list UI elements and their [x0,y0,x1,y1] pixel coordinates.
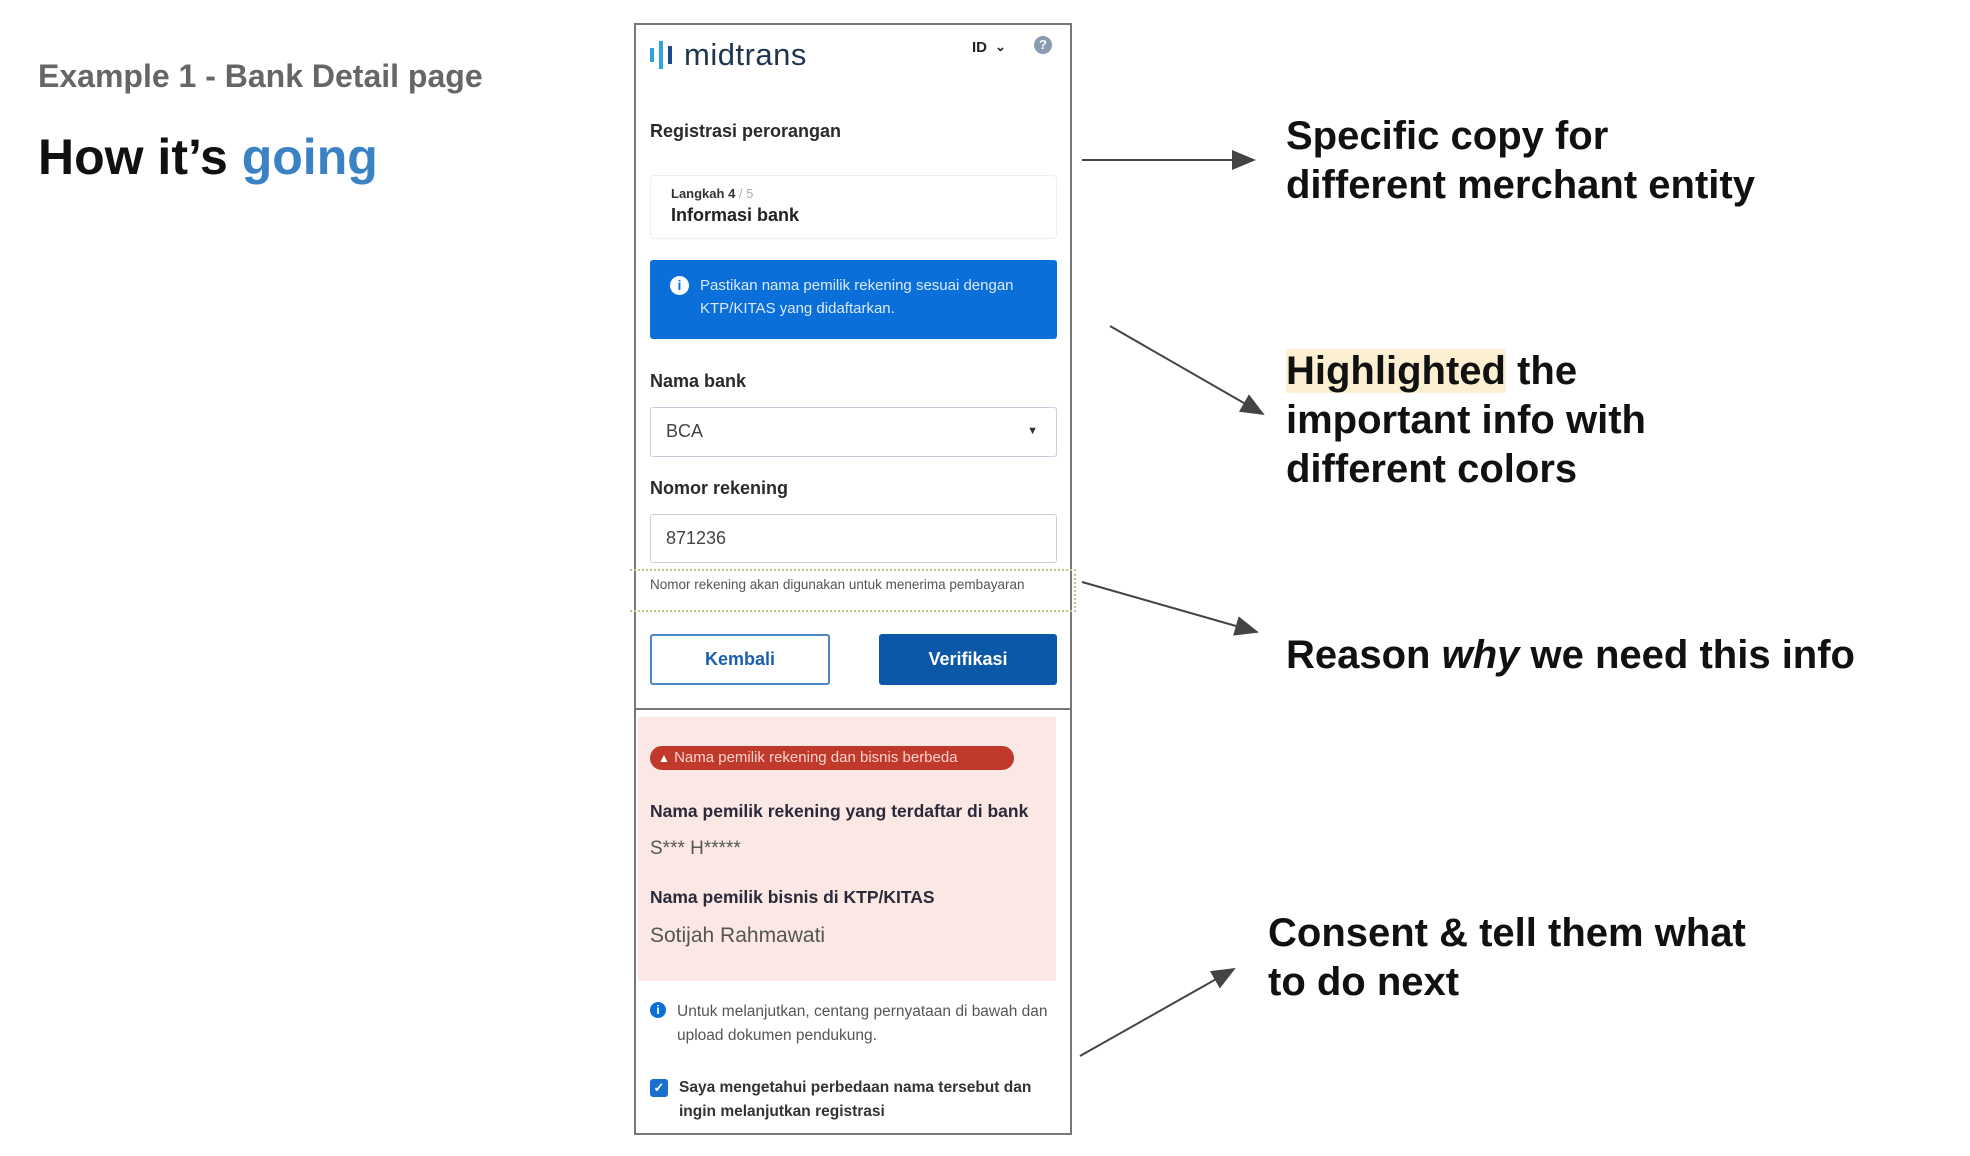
mismatch-panel: ▲ Nama pemilik rekening dan bisnis berbe… [638,717,1056,981]
info-banner: i Pastikan nama pemilik rekening sesuai … [650,260,1057,339]
warning-badge: ▲ Nama pemilik rekening dan bisnis berbe… [650,746,1014,770]
step-card: Langkah 4 / 5 Informasi bank [650,175,1057,239]
chevron-down-icon: ⌄ [995,39,1006,54]
bank-label: Nama bank [650,371,747,391]
panel-divider [634,708,1072,710]
arrow-3 [1081,581,1259,636]
headline-prefix: How it’s [38,129,242,185]
help-icon[interactable]: ? [1034,36,1052,54]
slide-headline: How it’s going [38,128,378,186]
language-selector[interactable]: ID⌄ [972,39,1006,56]
account-helper-text: Nomor rekening akan digunakan untuk mene… [650,577,1025,592]
ktp-owner-label: Nama pemilik bisnis di KTP/KITAS [650,887,935,907]
bank-owner-label: Nama pemilik rekening yang terdaftar di … [650,801,1029,821]
checkbox-checked-icon[interactable]: ✓ [650,1079,668,1097]
annotation-consent: Consent & tell them what to do next [1268,911,1746,1004]
bank-owner-value: S*** H***** [650,838,741,859]
bank-select[interactable]: BCA ▼ [650,407,1057,457]
annotation-reason: Reason why we need this info [1286,633,1855,677]
logo-bars-icon [650,41,672,69]
annotation-specific-copy: Specific copy for different merchant ent… [1286,114,1755,207]
caret-down-icon: ▼ [1027,425,1038,437]
slide-eyebrow: Example 1 - Bank Detail page [38,58,483,94]
annotation-highlighted: Highlighted the important info with diff… [1286,349,1646,491]
midtrans-logo: midtrans [650,37,807,73]
arrow-4 [1079,968,1236,1057]
info-icon: i [670,276,689,295]
page-title: Registrasi perorangan [650,121,842,141]
back-button[interactable]: Kembali [650,634,830,685]
verify-button[interactable]: Verifikasi [879,634,1057,685]
helper-highlight-box [630,569,1076,612]
consent-checkbox-row[interactable]: ✓ Saya mengetahui perbedaan nama tersebu… [650,1076,1050,1124]
info-icon: i [650,1002,666,1018]
continue-info: i Untuk melanjutkan, centang pernyataan … [650,1000,1050,1048]
account-number-input[interactable]: 871236 [650,514,1057,563]
headline-accent: going [241,129,378,185]
warning-icon: ▲ [658,751,670,765]
ktp-owner-value: Sotijah Rahmawati [650,924,826,947]
arrow-2 [1109,325,1265,415]
app-screenshot-panel: midtrans ID⌄ ? Registrasi perorangan Lan… [630,23,1076,1135]
account-label: Nomor rekening [650,478,789,498]
